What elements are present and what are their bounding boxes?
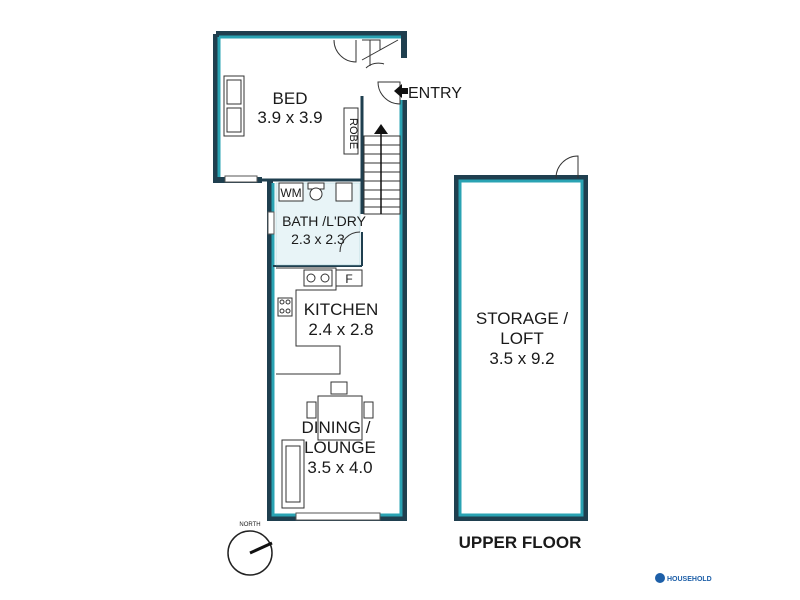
bedroom-door xyxy=(333,39,357,63)
entry-label: ENTRY xyxy=(408,85,462,102)
sofa xyxy=(281,439,305,509)
window-bath xyxy=(267,211,275,235)
bed-furniture xyxy=(223,75,245,137)
kitchen-size: 2.4 x 2.8 xyxy=(308,320,373,339)
dining-label: DINING / xyxy=(302,418,371,437)
compass-label: NORTH xyxy=(239,522,260,528)
bath-door xyxy=(339,231,361,253)
kitchen-label: KITCHEN xyxy=(304,300,379,319)
floor-label: UPPER FLOOR xyxy=(459,533,582,552)
bath-size: 2.3 x 2.3 xyxy=(291,231,345,247)
kitchen-sink xyxy=(303,269,333,287)
bath-label: BATH /L'DRY xyxy=(282,213,367,229)
cooktop xyxy=(277,297,293,317)
fridge-label: F xyxy=(345,272,352,286)
storage-label: STORAGE / xyxy=(476,309,569,328)
stairs xyxy=(363,132,401,215)
fridge-box xyxy=(335,269,363,287)
window-bed xyxy=(224,175,258,183)
logo-text: HOUSEHOLD xyxy=(667,576,712,583)
dining-set xyxy=(306,381,374,441)
entry-door xyxy=(377,81,401,105)
dining-size: 3.5 x 4.0 xyxy=(307,458,372,477)
north-compass xyxy=(227,530,273,576)
bed-label: BED xyxy=(273,89,308,108)
logo-icon xyxy=(655,573,665,583)
wm-label: WM xyxy=(280,186,301,200)
wm-box xyxy=(278,182,304,202)
bed-size: 3.9 x 3.9 xyxy=(257,108,322,127)
storage-walls xyxy=(454,155,588,521)
loft-label: LOFT xyxy=(500,329,543,348)
stair-top xyxy=(361,39,399,69)
toilet-icon xyxy=(307,182,325,201)
robe-label: ROBE xyxy=(347,118,359,149)
entry-arrow-icon xyxy=(394,84,408,98)
basin xyxy=(335,182,353,202)
window-lounge xyxy=(295,512,381,521)
lounge-label: LOUNGE xyxy=(304,438,376,457)
stair-up-arrow-icon xyxy=(374,124,388,134)
robe-cabinet xyxy=(343,107,359,155)
storage-size: 3.5 x 9.2 xyxy=(489,349,554,368)
